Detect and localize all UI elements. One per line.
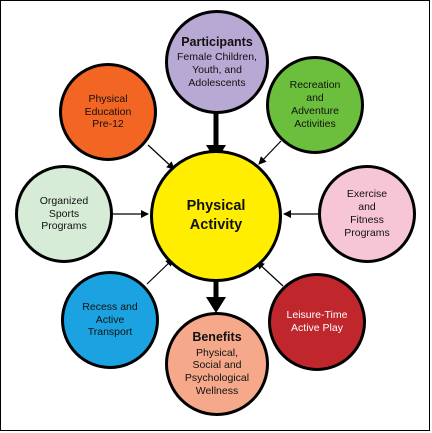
exercise-node: Exercise and Fitness Programs (318, 165, 416, 263)
arrow-recess (146, 258, 174, 285)
pe-line-1: Physical (88, 92, 128, 105)
benefits-line-2: Social and (192, 359, 242, 372)
participants-line-3: Adolescents (188, 76, 246, 89)
exercise-line-2: and (358, 201, 376, 214)
recess-line-1: Recess and (82, 300, 138, 313)
arrow-pe (147, 144, 175, 170)
organized-line-2: Sports (48, 207, 80, 220)
exercise-line-1: Exercise (346, 188, 388, 201)
recreation-node: Recreation and Adventure Activities (266, 56, 364, 154)
leisure-line-1: Leisure-Time (286, 309, 348, 322)
leisure-line-2: Active Play (291, 322, 343, 334)
benefits-node: Benefits Physical, Social and Psychologi… (165, 312, 269, 416)
pe-line-3: Pre-12 (92, 118, 124, 131)
recreation-line-3: Adventure (291, 105, 339, 117)
benefits-line-4: Wellness (195, 384, 239, 397)
organized-line-3: Programs (41, 220, 87, 233)
pe-line-2: Education (84, 105, 132, 118)
center-line-1: Physical (186, 198, 246, 215)
benefits-line-1: Physical, (195, 346, 238, 359)
arrow-recreation (258, 140, 282, 165)
recess-line-2: Active (95, 313, 125, 326)
participants-title: Participants (181, 34, 253, 49)
organized-line-1: Organized (39, 194, 89, 207)
exercise-line-3: Fitness (350, 214, 384, 226)
arrow-leisure (256, 261, 284, 287)
participants-line-1: Female Children, (177, 50, 257, 63)
benefits-title: Benefits (192, 330, 242, 345)
participants-line-2: Youth, and (192, 63, 242, 76)
recreation-line-2: and (306, 92, 324, 105)
participants-node: Participants Female Children, Youth, and… (165, 10, 269, 114)
recess-line-3: Transport (87, 326, 133, 339)
center-line-2: Activity (189, 217, 243, 233)
physical-education-node: Physical Education Pre-12 (59, 63, 157, 161)
arrowhead-benefits (206, 297, 226, 313)
organized-sports-node: Organized Sports Programs (15, 165, 113, 263)
recreation-line-1: Recreation (289, 79, 341, 92)
physical-activity-node: Physical Activity (150, 150, 282, 282)
leisure-node: Leisure-Time Active Play (268, 273, 366, 371)
benefits-line-3: Psychological (184, 372, 250, 385)
recreation-line-4: Activities (294, 117, 336, 130)
exercise-line-4: Programs (344, 226, 390, 239)
recess-node: Recess and Active Transport (61, 271, 159, 369)
